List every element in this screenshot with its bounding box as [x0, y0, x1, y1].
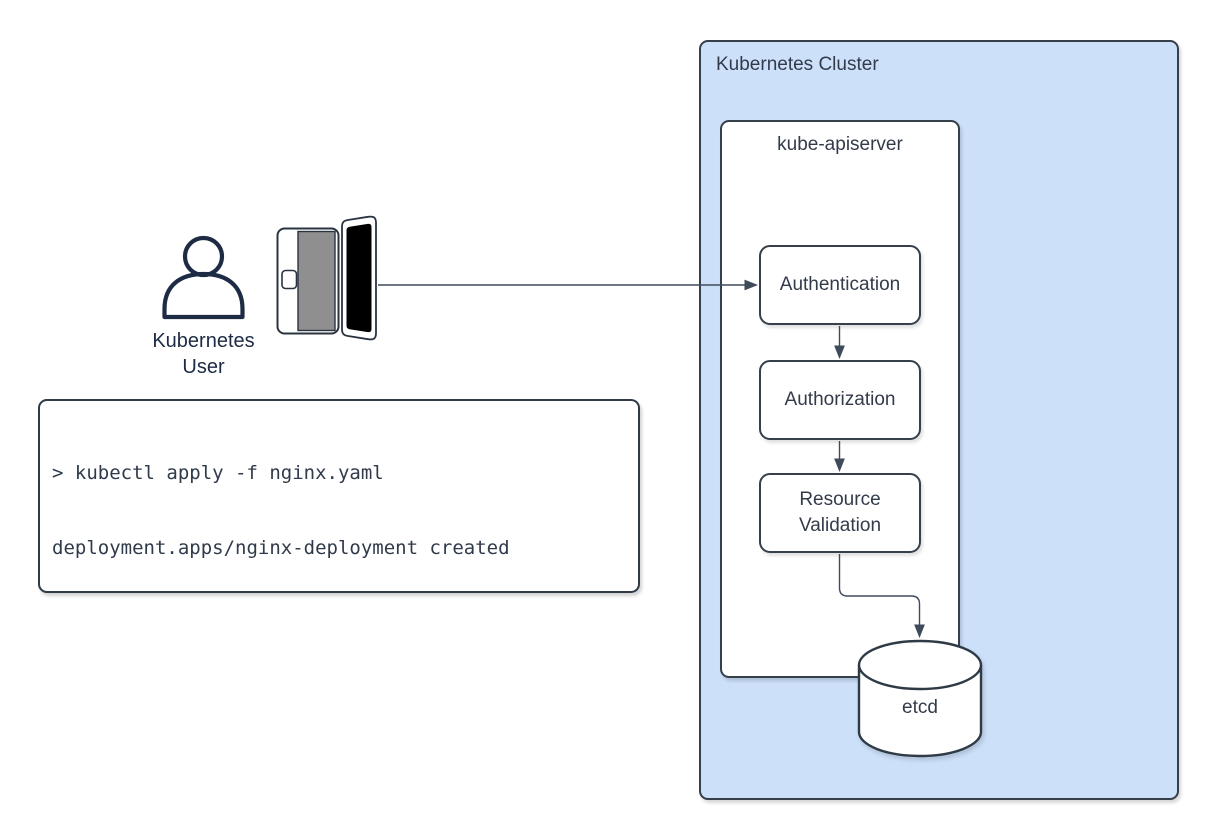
kube-apiserver-title: kube-apiserver [777, 134, 903, 155]
authentication-step-box: Authentication [759, 245, 921, 325]
user-icon [162, 235, 245, 320]
database-cylinder-icon [857, 639, 983, 758]
user-label-line2: User [182, 356, 225, 378]
user-label: Kubernetes User [133, 328, 274, 380]
terminal-output-box: > kubectl apply -f nginx.yaml deployment… [38, 399, 640, 593]
authorization-step-box: Authorization [759, 360, 921, 440]
kubernetes-cluster-title: Kubernetes Cluster [716, 54, 879, 75]
terminal-line-result: deployment.apps/nginx-deployment created [52, 537, 510, 559]
etcd-label: etcd [902, 697, 938, 718]
laptop-icon [276, 215, 377, 341]
terminal-line-command: > kubectl apply -f nginx.yaml [52, 462, 384, 484]
resource-validation-step-box: Resource Validation [759, 473, 921, 553]
user-label-line1: Kubernetes [152, 330, 255, 352]
